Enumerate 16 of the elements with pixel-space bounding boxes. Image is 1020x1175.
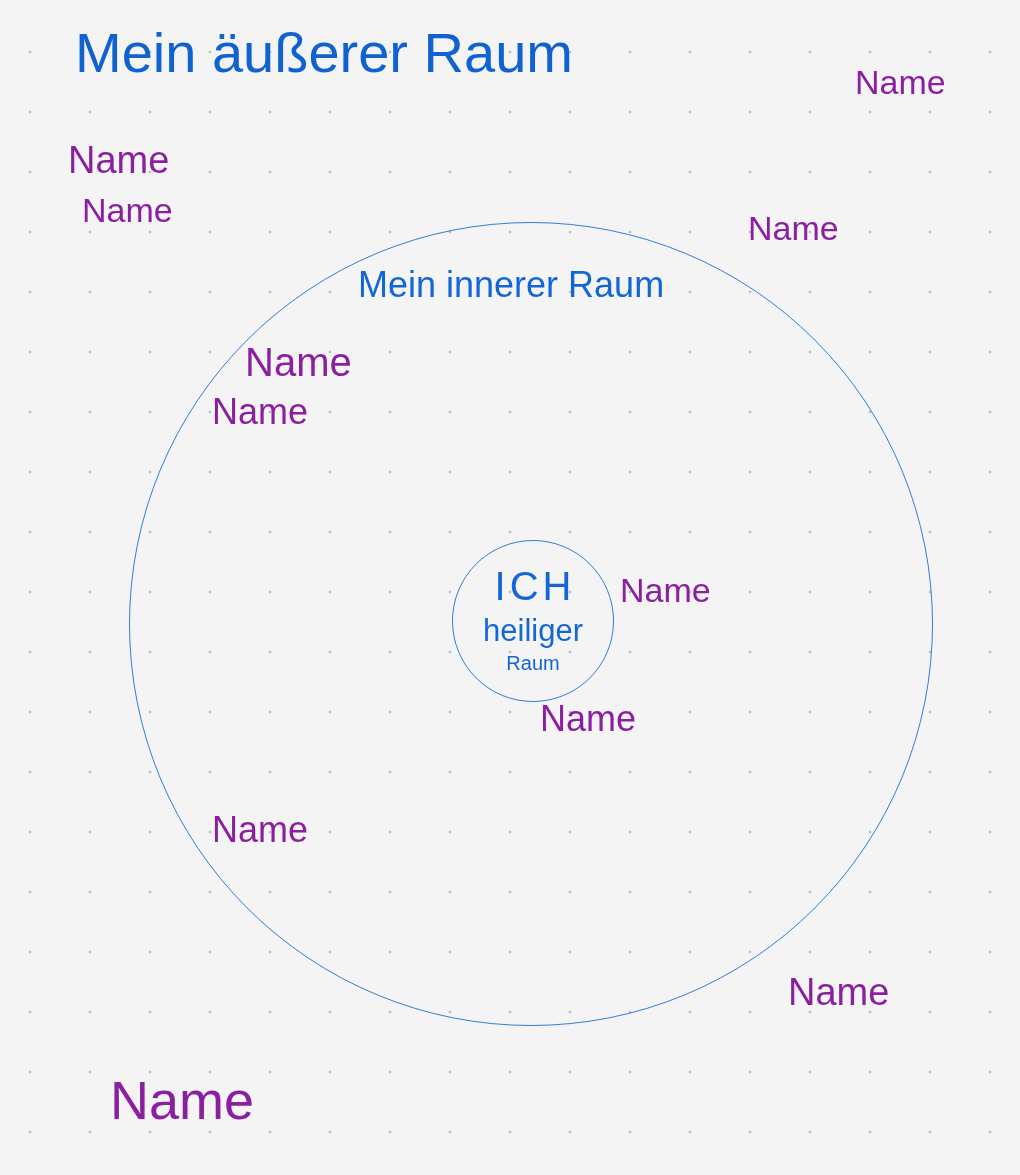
circle-heading: ICH [493,566,576,607]
handwritten-name: Name [788,973,890,1011]
handwritten-name: Name [212,812,309,848]
circle-text: heiliger [483,612,583,651]
circle-text: Raum [506,650,560,676]
handwritten-name: Name [110,1073,255,1127]
handwritten-name: Name [212,394,309,430]
title: Mein äußerer Raum [75,25,573,81]
circle-heading: Mein innerer Raum [358,267,665,303]
handwritten-name: Name [540,701,637,737]
handwritten-name: Name [620,573,711,607]
handwritten-name: Name [82,193,173,227]
handwritten-name: Name [748,211,839,245]
handwritten-name: Name [245,342,352,382]
handwritten-name: Name [855,65,946,99]
handwritten-name: Name [68,141,170,179]
